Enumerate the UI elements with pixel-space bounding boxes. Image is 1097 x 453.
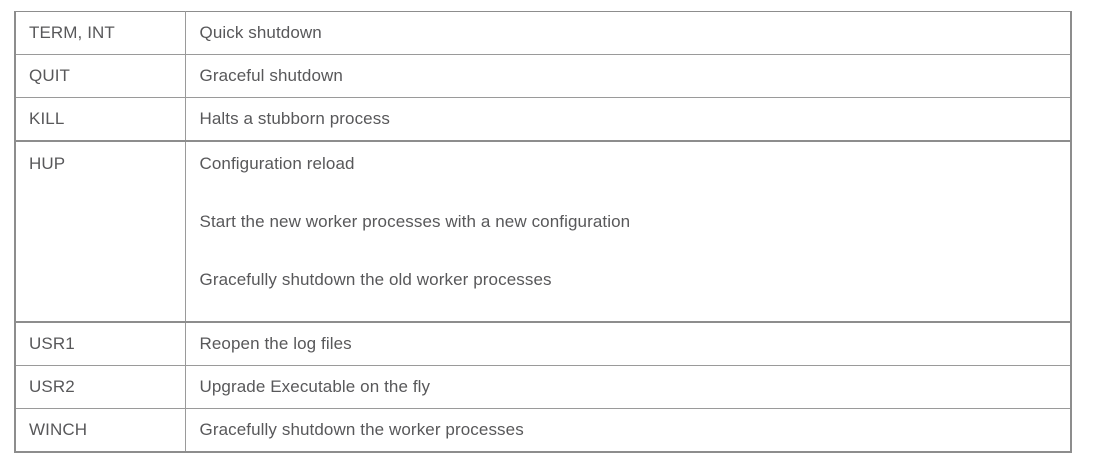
table-cell-description: Configuration reload Start the new worke… <box>184 140 1072 323</box>
table-row: USR1 Reopen the log files <box>14 321 1072 366</box>
table-row: TERM, INT Quick shutdown <box>14 11 1072 55</box>
signal-name: TERM, INT <box>29 23 115 42</box>
signal-name: KILL <box>29 109 65 128</box>
table-cell-description: Reopen the log files <box>184 321 1072 366</box>
description-paragraph: Gracefully shutdown the old worker proce… <box>199 270 552 289</box>
table-cell-description: Gracefully shutdown the worker processes <box>184 408 1072 453</box>
table-row: HUP Configuration reload Start the new w… <box>14 140 1072 323</box>
table-row: WINCH Gracefully shutdown the worker pro… <box>14 408 1072 453</box>
table-cell-signal: HUP <box>14 140 186 323</box>
signal-table: TERM, INT Quick shutdown QUIT Graceful s… <box>14 11 1072 453</box>
signal-name: QUIT <box>29 66 71 85</box>
table-cell-signal: QUIT <box>14 54 186 98</box>
signal-table-body: TERM, INT Quick shutdown QUIT Graceful s… <box>14 11 1072 453</box>
table-cell-signal: USR1 <box>14 321 186 366</box>
table-cell-description: Upgrade Executable on the fly <box>184 365 1072 409</box>
table-cell-signal: USR2 <box>14 365 186 409</box>
description-paragraph-list: Configuration reload Start the new worke… <box>186 142 1071 291</box>
table-cell-signal: KILL <box>14 97 186 142</box>
table-cell-signal: TERM, INT <box>14 11 186 55</box>
signal-name: HUP <box>29 154 66 173</box>
signal-name: USR2 <box>29 377 75 396</box>
description-paragraph: Configuration reload <box>199 154 355 173</box>
table-cell-description: Quick shutdown <box>184 11 1072 55</box>
table-cell-description: Graceful shutdown <box>184 54 1072 98</box>
table-row: KILL Halts a stubborn process <box>14 97 1072 142</box>
signal-description: Graceful shutdown <box>199 66 343 85</box>
table-row: USR2 Upgrade Executable on the fly <box>14 365 1072 409</box>
table-cell-signal: WINCH <box>14 408 186 453</box>
description-paragraph: Start the new worker processes with a ne… <box>199 212 631 231</box>
signal-description: Gracefully shutdown the worker processes <box>199 420 524 439</box>
signal-description: Reopen the log files <box>199 334 352 353</box>
signal-name: WINCH <box>29 420 88 439</box>
signal-description: Upgrade Executable on the fly <box>199 377 431 396</box>
signal-description: Quick shutdown <box>199 23 322 42</box>
table-row: QUIT Graceful shutdown <box>14 54 1072 98</box>
table-cell-description: Halts a stubborn process <box>184 97 1072 142</box>
signal-description: Halts a stubborn process <box>199 109 390 128</box>
signal-name: USR1 <box>29 334 75 353</box>
